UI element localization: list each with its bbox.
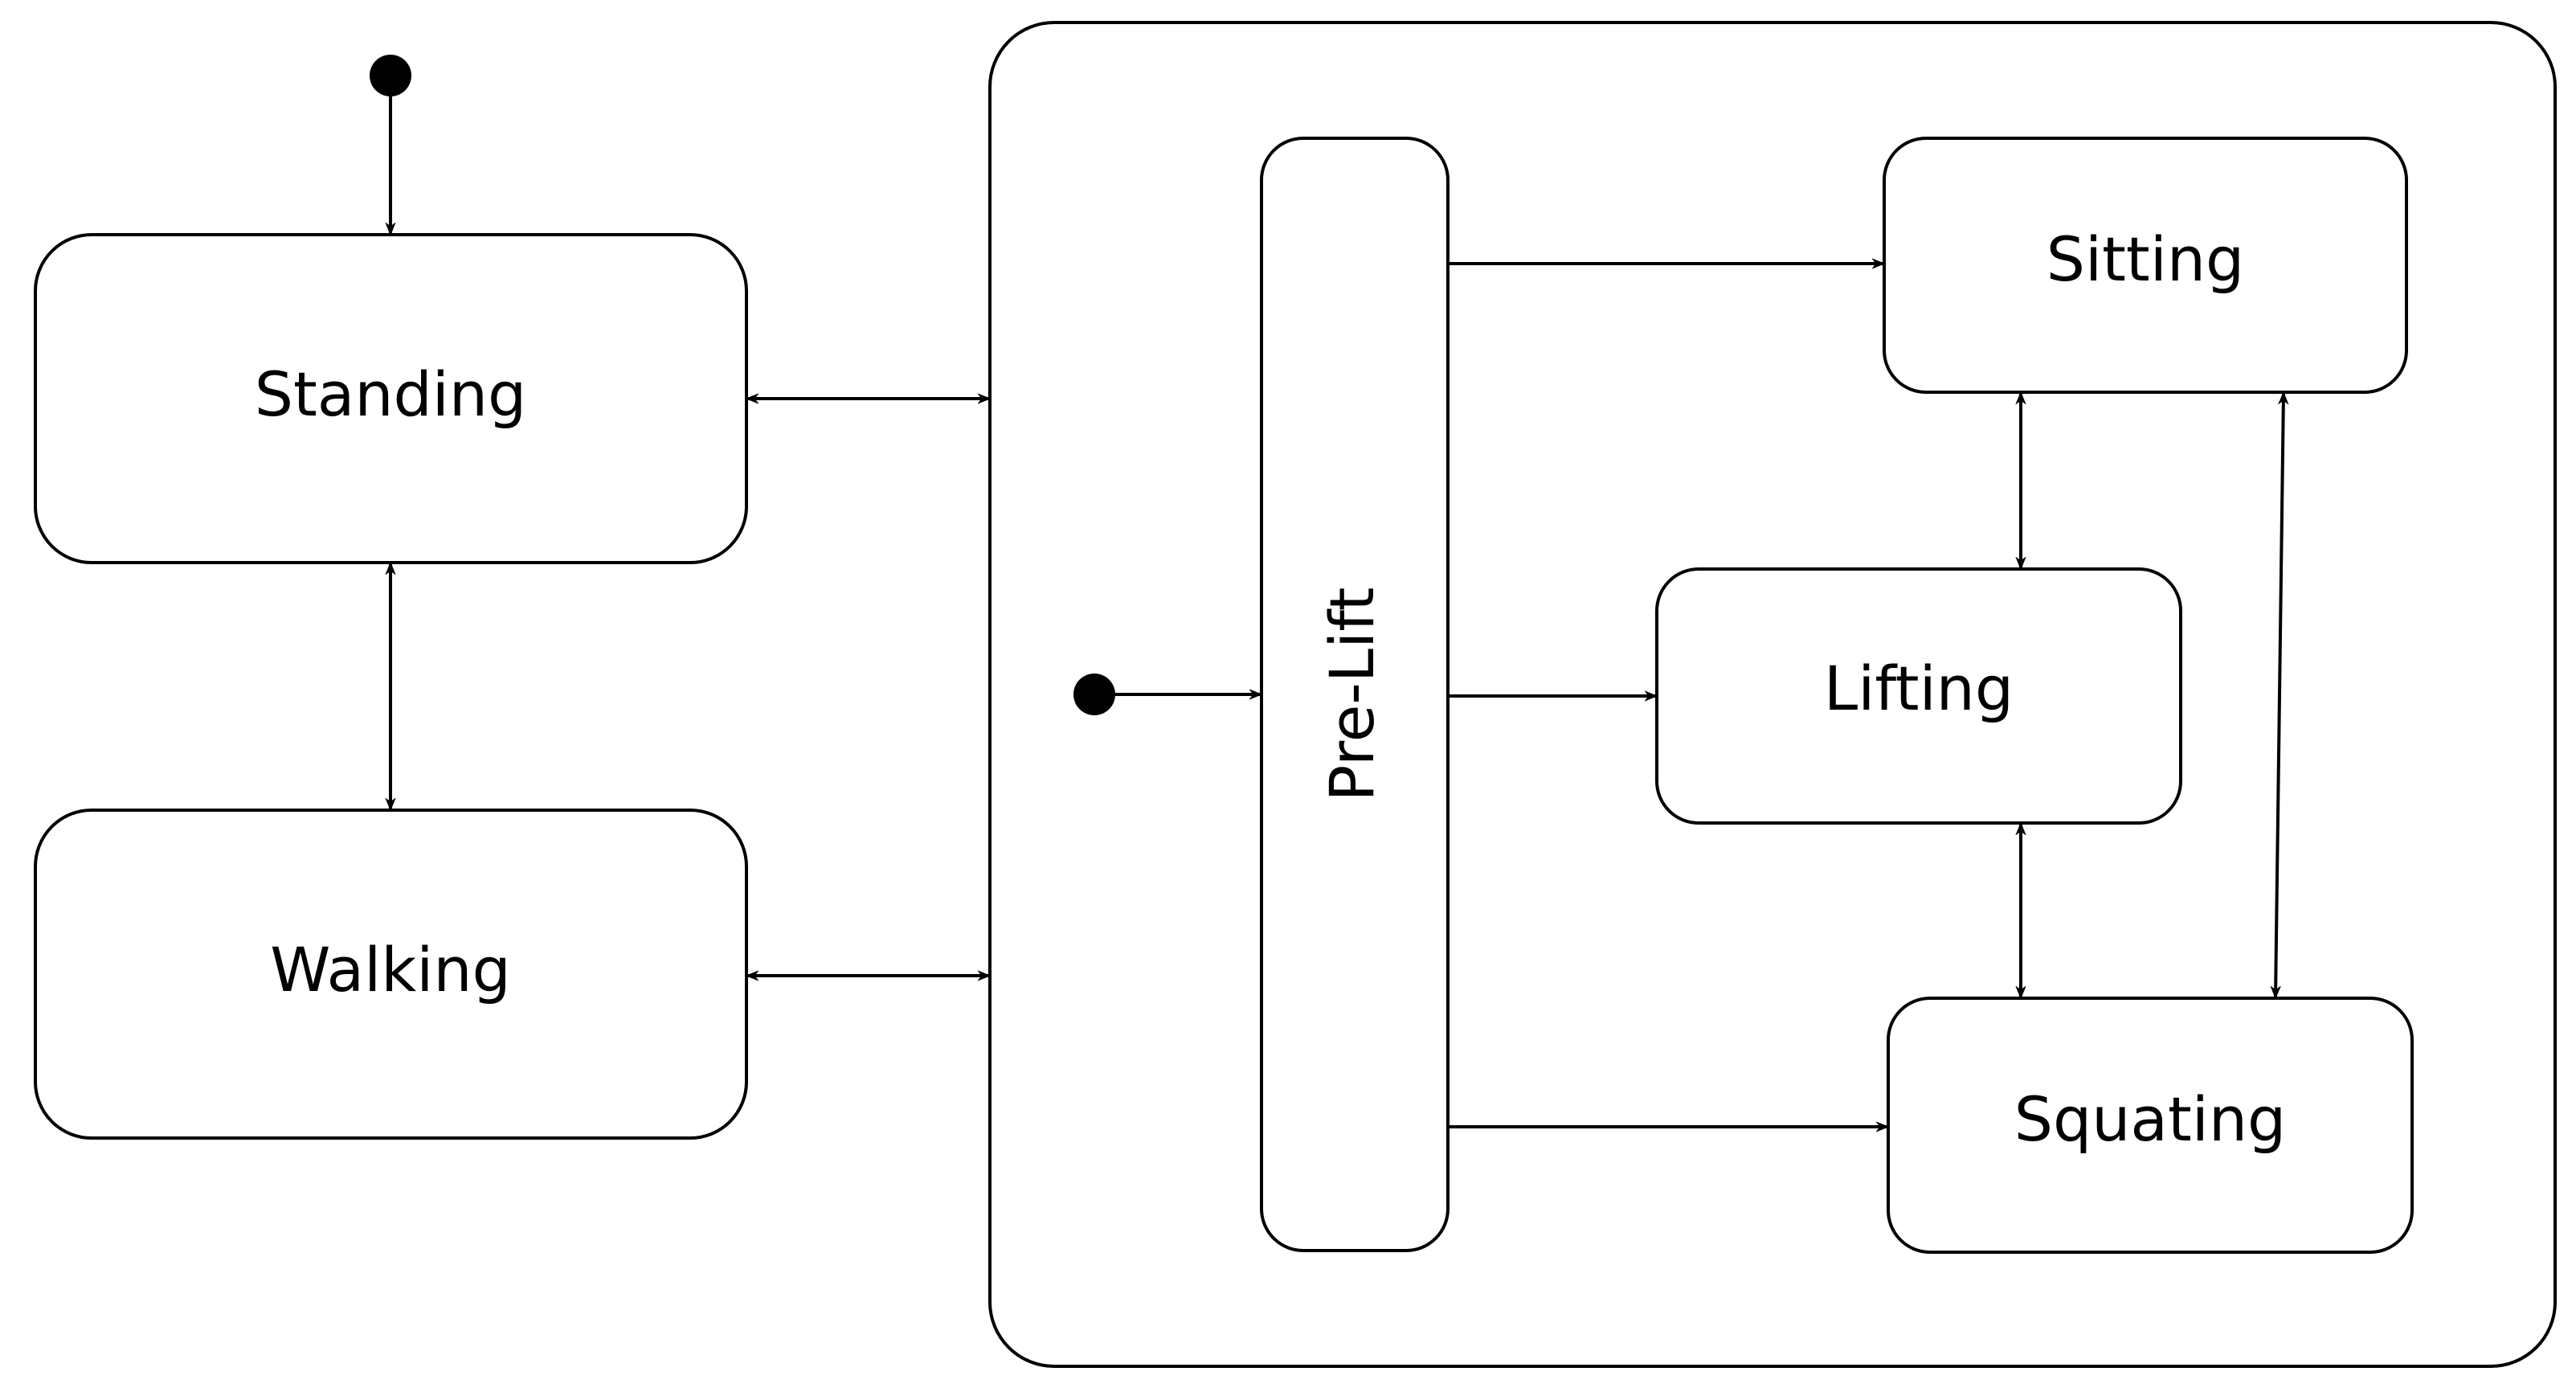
initial-node-top	[370, 55, 411, 96]
transition-sitting-squating	[2275, 392, 2284, 998]
state-lifting-label: Lifting	[1824, 653, 2014, 724]
state-standing-label: Standing	[255, 358, 527, 430]
state-sitting: Sitting	[1883, 137, 2408, 394]
state-pre-lift: Pre-Lift	[1260, 137, 1450, 1252]
state-squating-label: Squating	[2014, 1083, 2287, 1155]
state-sitting-label: Sitting	[2046, 223, 2244, 295]
state-walking: Walking	[34, 809, 748, 1140]
state-lifting: Lifting	[1655, 567, 2182, 825]
state-walking-label: Walking	[270, 934, 511, 1005]
state-standing: Standing	[34, 233, 748, 564]
state-squating: Squating	[1887, 997, 2414, 1254]
initial-node-composite	[1073, 674, 1115, 715]
state-pre-lift-label: Pre-Lift	[1316, 588, 1388, 802]
